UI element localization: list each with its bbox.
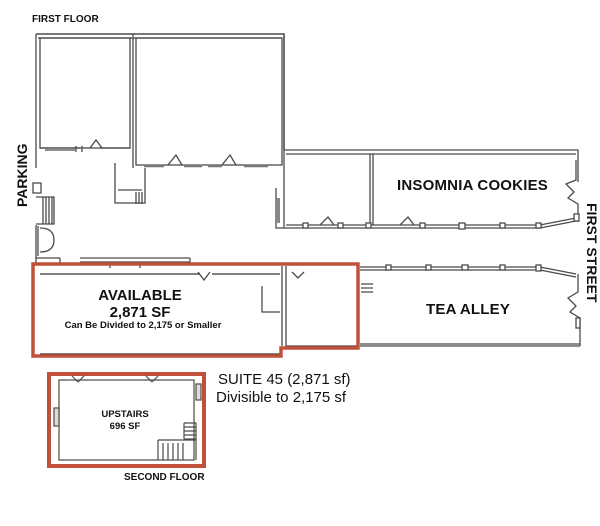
upstairs-area: 696 SF [109,421,141,432]
first-street-label: FIRST STREET [584,203,600,303]
available-area: 2,871 SF [109,304,171,321]
first-floor-label: FIRST FLOOR [32,14,99,25]
available-suite-outline [31,262,360,358]
available-note: Can Be Divided to 2,175 or Smaller [64,320,222,331]
upstairs-suite-outline [47,372,206,468]
upstairs-title: UPSTAIRS [101,409,149,420]
parking-label: PARKING [14,143,30,207]
suite-info-line1: SUITE 45 (2,871 sf) [218,371,351,388]
second-floor-label: SECOND FLOOR [124,472,205,483]
tenant-tea-alley: TEA ALLEY [426,301,511,318]
suite-info-line2: Divisible to 2,175 sf [216,389,347,406]
building-outline [36,33,285,150]
tenant-insomnia-cookies: INSOMNIA COOKIES [397,177,548,194]
available-title: AVAILABLE [98,287,182,304]
